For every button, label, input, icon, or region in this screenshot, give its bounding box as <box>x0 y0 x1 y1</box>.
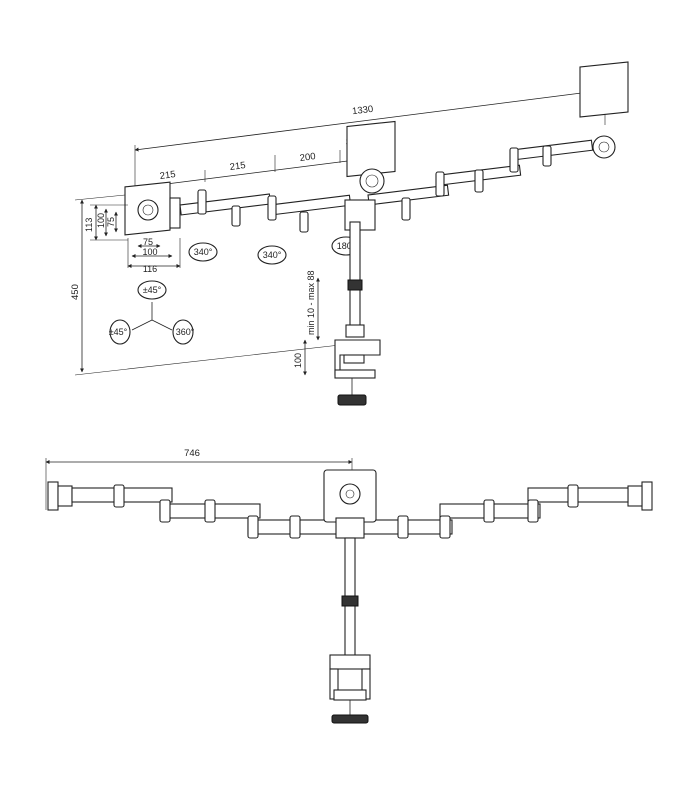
dim-clamp-range: min 10 - max 88 <box>306 270 316 335</box>
label-swivel: 360° <box>176 327 195 337</box>
rotation-badge-340-a: 340° <box>188 242 218 262</box>
dim-100-v: 100 <box>96 213 106 228</box>
dim-75-v: 75 <box>106 217 116 227</box>
front-left-plate <box>47 481 59 511</box>
clamp-dimensions: min 10 - max 88 100 <box>293 270 320 376</box>
dim-75-h: 75 <box>143 237 153 247</box>
perspective-view: 1330 215 215 200 35 35 48 <box>70 61 629 406</box>
tilt-swivel-diagram: ±45° ±45° 360° <box>109 280 195 345</box>
dim-clamp-height: 100 <box>293 353 303 368</box>
dim-arm-1: 215 <box>159 169 176 182</box>
front-pole-clamp <box>329 537 371 724</box>
rotation-badge-340-b: 340° <box>257 245 287 265</box>
center-vesa-plate <box>344 120 396 231</box>
dim-arm-2: 215 <box>229 160 246 173</box>
right-vesa-plate <box>579 61 629 159</box>
plate-dimensions: 113 100 75 75 100 116 <box>84 204 181 274</box>
dim-113: 113 <box>84 218 94 232</box>
left-vesa-plate <box>124 181 181 236</box>
label-tilt-side: ±45° <box>109 327 128 337</box>
dim-1330: 1330 <box>352 104 374 117</box>
label-180: 180° <box>337 241 356 251</box>
label-340-a: 340° <box>194 247 213 257</box>
dim-100-h: 100 <box>142 247 157 257</box>
label-340-b: 340° <box>263 250 282 260</box>
dim-450: 450 <box>70 284 81 300</box>
front-center-plate <box>323 469 377 539</box>
dim-746: 746 <box>184 448 200 459</box>
dim-116: 116 <box>143 264 157 274</box>
front-right-hinge <box>627 485 643 507</box>
dim-arm-3: 200 <box>299 151 316 164</box>
label-tilt-up: ±45° <box>143 285 162 295</box>
perspective-pole-clamp <box>334 221 381 406</box>
front-left-hinge <box>57 485 73 507</box>
front-right-plate <box>641 481 653 511</box>
front-arms <box>71 484 629 539</box>
dimension-total-height: 450 <box>70 194 341 376</box>
front-view: 746 <box>45 448 653 724</box>
perspective-arms <box>179 139 594 233</box>
